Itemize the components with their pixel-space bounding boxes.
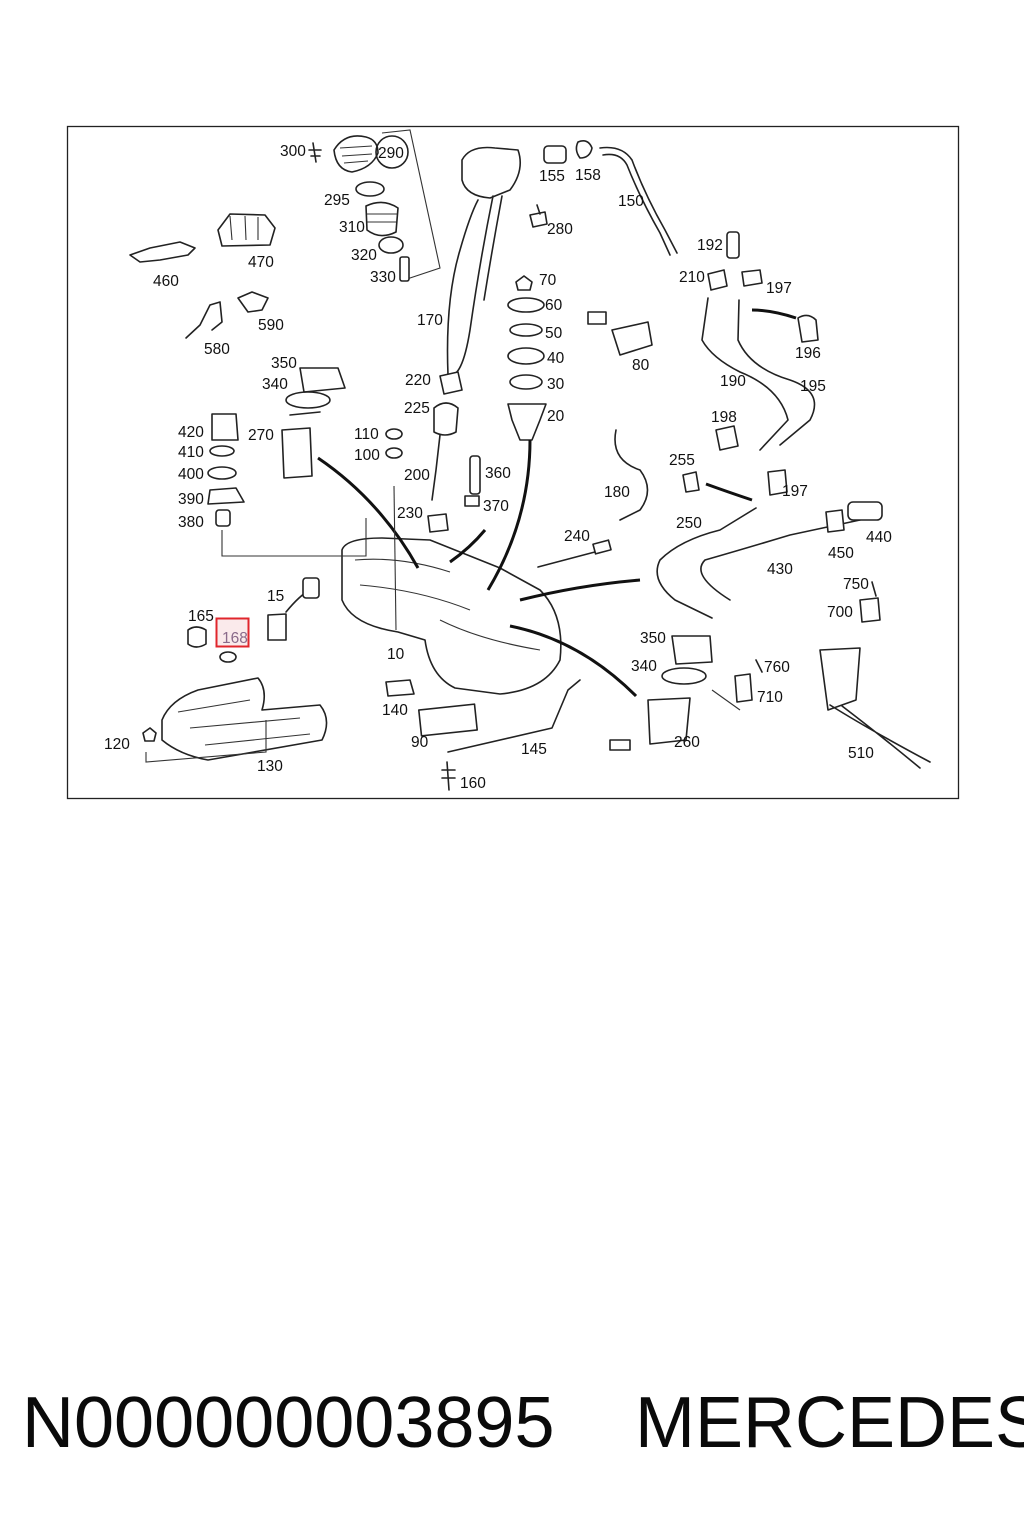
callout-60: 60 — [545, 297, 563, 314]
callout-30: 30 — [547, 376, 565, 393]
callout-710: 710 — [757, 689, 783, 706]
callout-160: 160 — [460, 775, 486, 792]
callout-510: 510 — [848, 745, 874, 762]
callout-165: 165 — [188, 608, 214, 625]
callout-460: 460 — [153, 273, 179, 290]
callout-470: 470 — [248, 254, 274, 271]
callout-340-left: 340 — [262, 376, 288, 393]
callout-158: 158 — [575, 167, 601, 184]
callout-760: 760 — [764, 659, 790, 676]
highlight-box-168 — [215, 617, 250, 648]
callout-110: 110 — [354, 426, 379, 443]
callout-15: 15 — [267, 588, 284, 605]
callout-labels: 300 290 295 310 320 330 155 158 150 280 … — [104, 143, 892, 792]
callout-260: 260 — [674, 734, 700, 751]
callout-200: 200 — [404, 467, 430, 484]
callout-90: 90 — [411, 734, 429, 751]
callout-196: 196 — [795, 345, 821, 362]
callout-197-top: 197 — [766, 280, 792, 297]
callout-255: 255 — [669, 452, 695, 469]
callout-180: 180 — [604, 484, 630, 501]
callout-120: 120 — [104, 736, 130, 753]
callout-145: 145 — [521, 741, 547, 758]
callout-10: 10 — [387, 646, 405, 663]
callout-590: 590 — [258, 317, 284, 334]
callout-290: 290 — [378, 145, 404, 162]
callout-130: 130 — [257, 758, 283, 775]
callout-370: 370 — [483, 498, 509, 515]
callout-225: 225 — [404, 400, 430, 417]
brand-name: MERCEDES — [635, 1383, 1024, 1463]
callout-168-highlighted: 168 — [222, 630, 248, 647]
callout-295: 295 — [324, 192, 350, 209]
callout-150: 150 — [618, 193, 644, 210]
callout-310: 310 — [339, 219, 365, 236]
callout-580: 580 — [204, 341, 230, 358]
callout-195: 195 — [800, 378, 826, 395]
callout-192: 192 — [697, 237, 723, 254]
callout-350-left: 350 — [271, 355, 297, 372]
callout-360: 360 — [485, 465, 511, 482]
callout-190: 190 — [720, 373, 746, 390]
callout-280: 280 — [547, 221, 573, 238]
callout-197-bottom: 197 — [782, 483, 808, 500]
callout-220: 220 — [405, 372, 431, 389]
callout-390: 390 — [178, 491, 204, 508]
callout-300: 300 — [280, 143, 306, 160]
callout-420: 420 — [178, 424, 204, 441]
callout-270: 270 — [248, 427, 274, 444]
callout-40: 40 — [547, 350, 565, 367]
callout-440: 440 — [866, 529, 892, 546]
callout-80: 80 — [632, 357, 650, 374]
part-number: N000000003895 — [22, 1383, 555, 1463]
callout-340-right: 340 — [631, 658, 657, 675]
callout-400: 400 — [178, 466, 204, 483]
callout-198: 198 — [711, 409, 737, 426]
callout-50: 50 — [545, 325, 563, 342]
callout-230: 230 — [397, 505, 423, 522]
callout-320: 320 — [351, 247, 377, 264]
callout-430: 430 — [767, 561, 793, 578]
callout-140: 140 — [382, 702, 408, 719]
callout-100: 100 — [354, 447, 380, 464]
callout-380: 380 — [178, 514, 204, 531]
callout-70: 70 — [539, 272, 557, 289]
callout-170: 170 — [417, 312, 443, 329]
callout-210: 210 — [679, 269, 705, 286]
callout-20: 20 — [547, 408, 565, 425]
callout-450: 450 — [828, 545, 854, 562]
callout-350-right: 350 — [640, 630, 666, 647]
callout-700: 700 — [827, 604, 853, 621]
callout-250: 250 — [676, 515, 702, 532]
part-drawings — [129, 129, 931, 791]
callout-155: 155 — [539, 168, 565, 185]
footer-caption: N000000003895 MERCEDES — [0, 1378, 1024, 1468]
assembly-arrows — [317, 308, 797, 698]
callout-330: 330 — [370, 269, 396, 286]
callout-410: 410 — [178, 444, 204, 461]
diagram-border — [66, 125, 960, 800]
callout-240: 240 — [564, 528, 590, 545]
callout-750: 750 — [843, 576, 869, 593]
leader-lines — [145, 485, 741, 763]
